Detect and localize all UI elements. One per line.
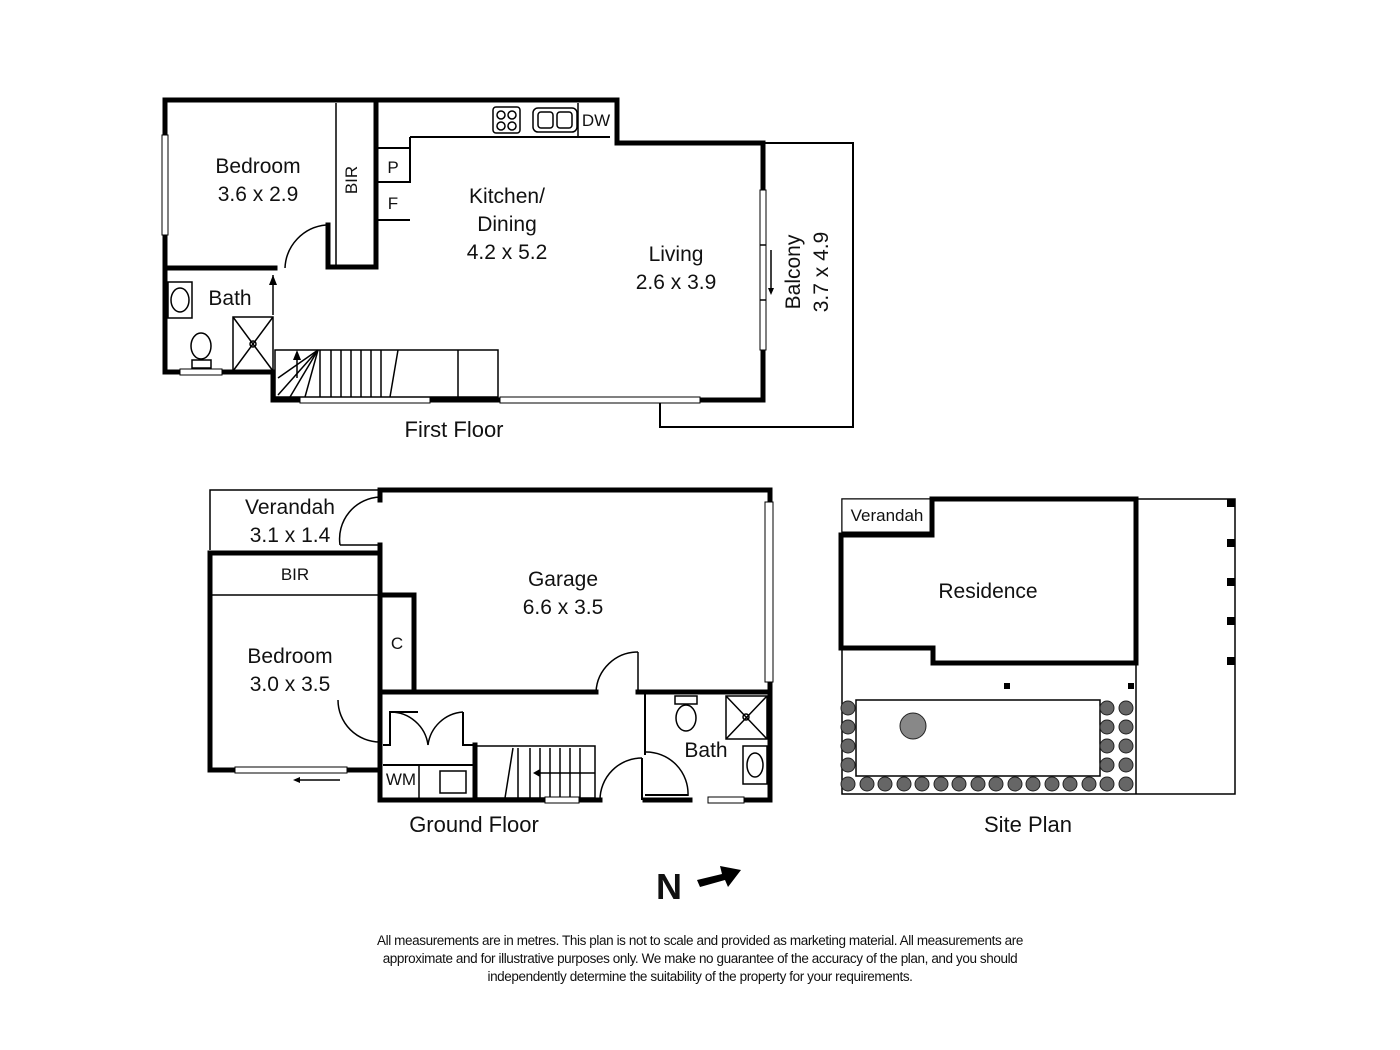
lawn-area xyxy=(855,699,1101,777)
washing-machine-label: WM xyxy=(385,770,417,789)
verandah-outline xyxy=(209,489,380,550)
ground-floor-plan xyxy=(207,487,774,804)
vanity-icon xyxy=(167,281,193,319)
window xyxy=(299,396,431,404)
door-swing xyxy=(284,224,327,269)
shower-icon xyxy=(232,316,274,372)
north-arrow-icon xyxy=(697,866,741,887)
north-letter: N xyxy=(656,866,682,907)
staircase xyxy=(474,745,596,799)
site-plan xyxy=(838,496,1236,795)
door-swing xyxy=(338,496,381,546)
window xyxy=(764,501,774,683)
door-swing xyxy=(337,699,381,743)
residence-label: Residence xyxy=(938,580,1038,603)
pantry-label: P xyxy=(387,158,399,177)
tree-icon xyxy=(899,712,927,740)
first-floor-outer-wall xyxy=(162,97,766,375)
bath-label: Bath xyxy=(684,739,728,762)
window xyxy=(161,134,169,236)
disclaimer-line: approximate and for illustrative purpose… xyxy=(382,951,1018,966)
bedroom-label: Bedroom 3.0 x 3.5 xyxy=(247,645,333,696)
balcony-outline xyxy=(659,142,854,428)
toilet-icon xyxy=(190,332,212,360)
staircase xyxy=(274,349,499,398)
kitchen-dining-label: Kitchen/ Dining 4.2 x 5.2 xyxy=(466,185,548,264)
door-swing xyxy=(644,751,689,797)
disclaimer-line: independently determine the suitability … xyxy=(487,969,913,984)
window xyxy=(499,396,701,404)
sliding-door xyxy=(759,189,767,351)
sink-icon xyxy=(532,107,578,133)
balcony-label: Balcony 3.7 x 4.9 xyxy=(782,231,833,313)
window xyxy=(234,766,348,774)
first-floor-outer-wall xyxy=(697,347,766,403)
door-swing xyxy=(599,757,643,801)
garage-label: Garage 6.6 x 3.5 xyxy=(522,568,604,619)
disclaimer: All measurements are in metres. This pla… xyxy=(300,932,1100,986)
toilet-icon xyxy=(675,704,697,732)
shower-icon xyxy=(725,695,768,740)
sink-icon xyxy=(439,770,467,794)
disclaimer-line: All measurements are in metres. This pla… xyxy=(377,933,1023,948)
fridge-label: F xyxy=(387,194,399,213)
shrub-icon xyxy=(840,700,1134,792)
bath-label: Bath xyxy=(208,287,252,310)
vanity-icon xyxy=(742,745,768,785)
site-plan-caption: Site Plan xyxy=(983,812,1073,837)
bir-label: BIR xyxy=(280,565,310,584)
dishwasher-label: DW xyxy=(581,111,611,130)
verandah-label: Verandah 3.1 x 1.4 xyxy=(245,496,335,547)
fence-posts xyxy=(1004,499,1235,689)
site-verandah-label: Verandah xyxy=(850,506,924,525)
first-floor-caption: First Floor xyxy=(404,417,504,442)
first-floor-plan xyxy=(161,97,854,428)
bedroom-label: Bedroom 3.6 x 2.9 xyxy=(215,155,301,206)
cooktop-icon xyxy=(492,106,521,134)
ground-floor-caption: Ground Floor xyxy=(409,812,539,837)
door-swing xyxy=(595,651,639,693)
cupboard-label: C xyxy=(390,634,404,653)
bir-label: BIR xyxy=(342,165,361,195)
living-label: Living 2.6 x 3.9 xyxy=(635,243,717,294)
